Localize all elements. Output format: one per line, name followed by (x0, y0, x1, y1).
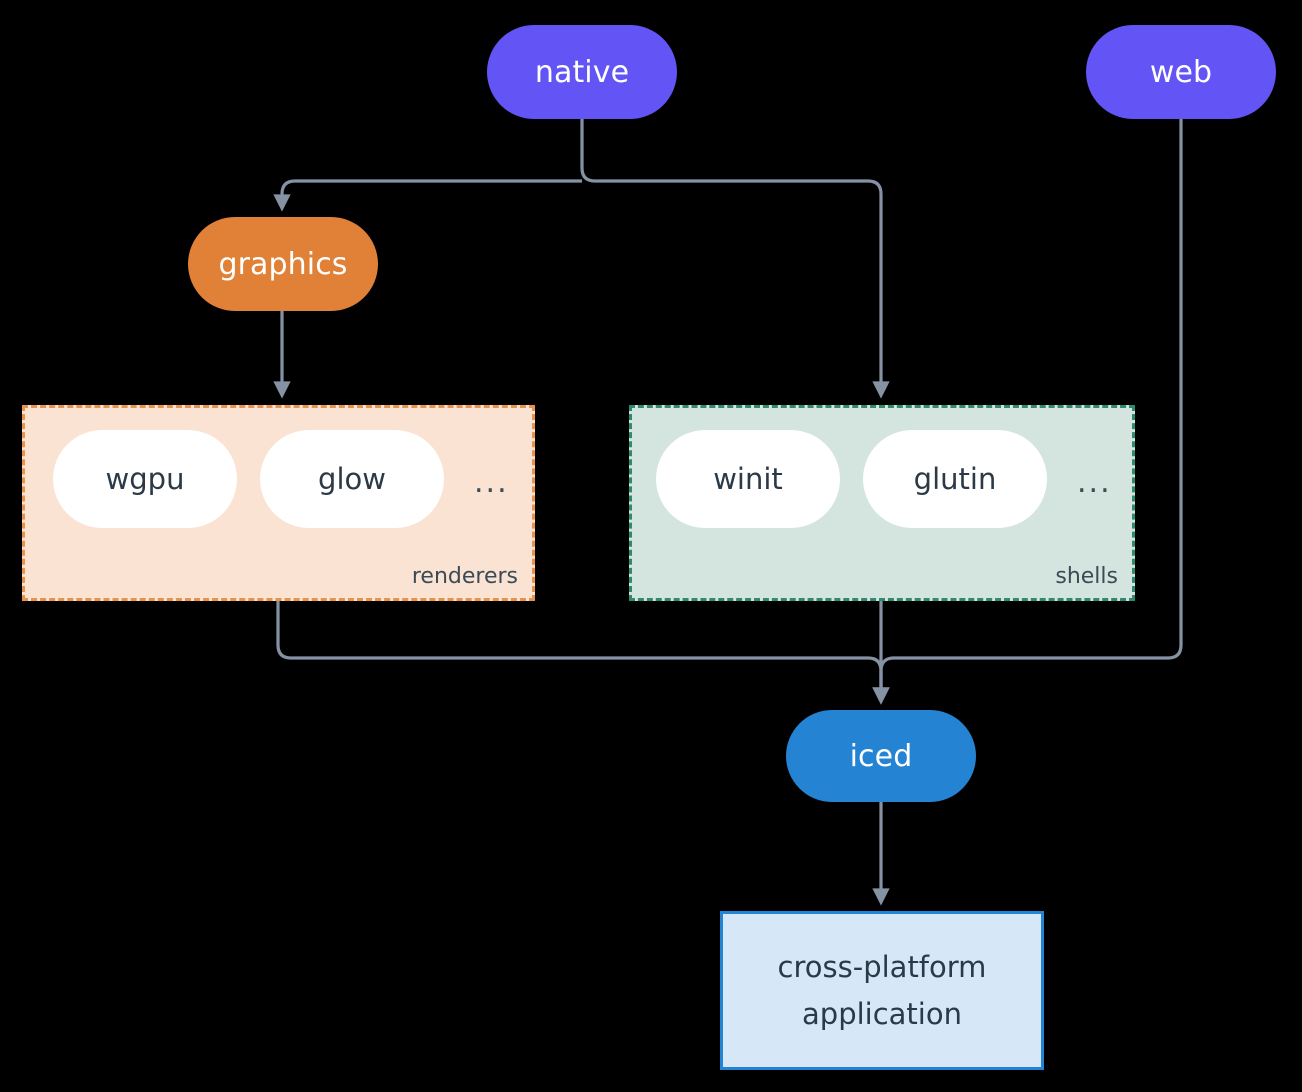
node-application-label-line2: application (802, 996, 962, 1031)
shells-ellipsis: ... (1077, 464, 1112, 500)
renderers-ellipsis: ... (474, 464, 509, 500)
node-application-label-line1: cross-platform (777, 950, 987, 985)
node-web[interactable]: web (1086, 25, 1276, 119)
node-native-label: native (534, 54, 630, 90)
chip-glow-label: glow (318, 462, 386, 496)
chip-wgpu-label: wgpu (105, 462, 185, 496)
chip-glutin[interactable]: glutin (863, 430, 1047, 528)
node-web-label: web (1149, 54, 1213, 90)
group-renderers-label: renderers (411, 564, 518, 589)
chip-glow[interactable]: glow (260, 430, 444, 528)
group-shells[interactable]: winit glutin ... shells (629, 405, 1135, 601)
node-graphics-label: graphics (218, 246, 348, 282)
node-native[interactable]: native (487, 25, 677, 119)
chip-winit-label: winit (713, 462, 783, 496)
group-shells-label: shells (1055, 564, 1118, 589)
edge-native-bus (580, 119, 890, 399)
chip-glutin-label: glutin (913, 462, 997, 496)
chip-winit[interactable]: winit (656, 430, 840, 528)
shells-chip-row: winit glutin ... (632, 430, 1118, 528)
node-iced[interactable]: iced (786, 710, 976, 802)
node-graphics[interactable]: graphics (188, 217, 378, 311)
edge-renderers-iced (276, 601, 890, 705)
edge-native-graphics (273, 179, 582, 212)
node-iced-label: iced (849, 738, 913, 774)
chip-wgpu[interactable]: wgpu (53, 430, 237, 528)
group-renderers[interactable]: wgpu glow ... renderers (22, 405, 535, 601)
node-application[interactable]: cross-platform application (720, 911, 1044, 1070)
renderers-chip-row: wgpu glow ... (25, 430, 515, 528)
